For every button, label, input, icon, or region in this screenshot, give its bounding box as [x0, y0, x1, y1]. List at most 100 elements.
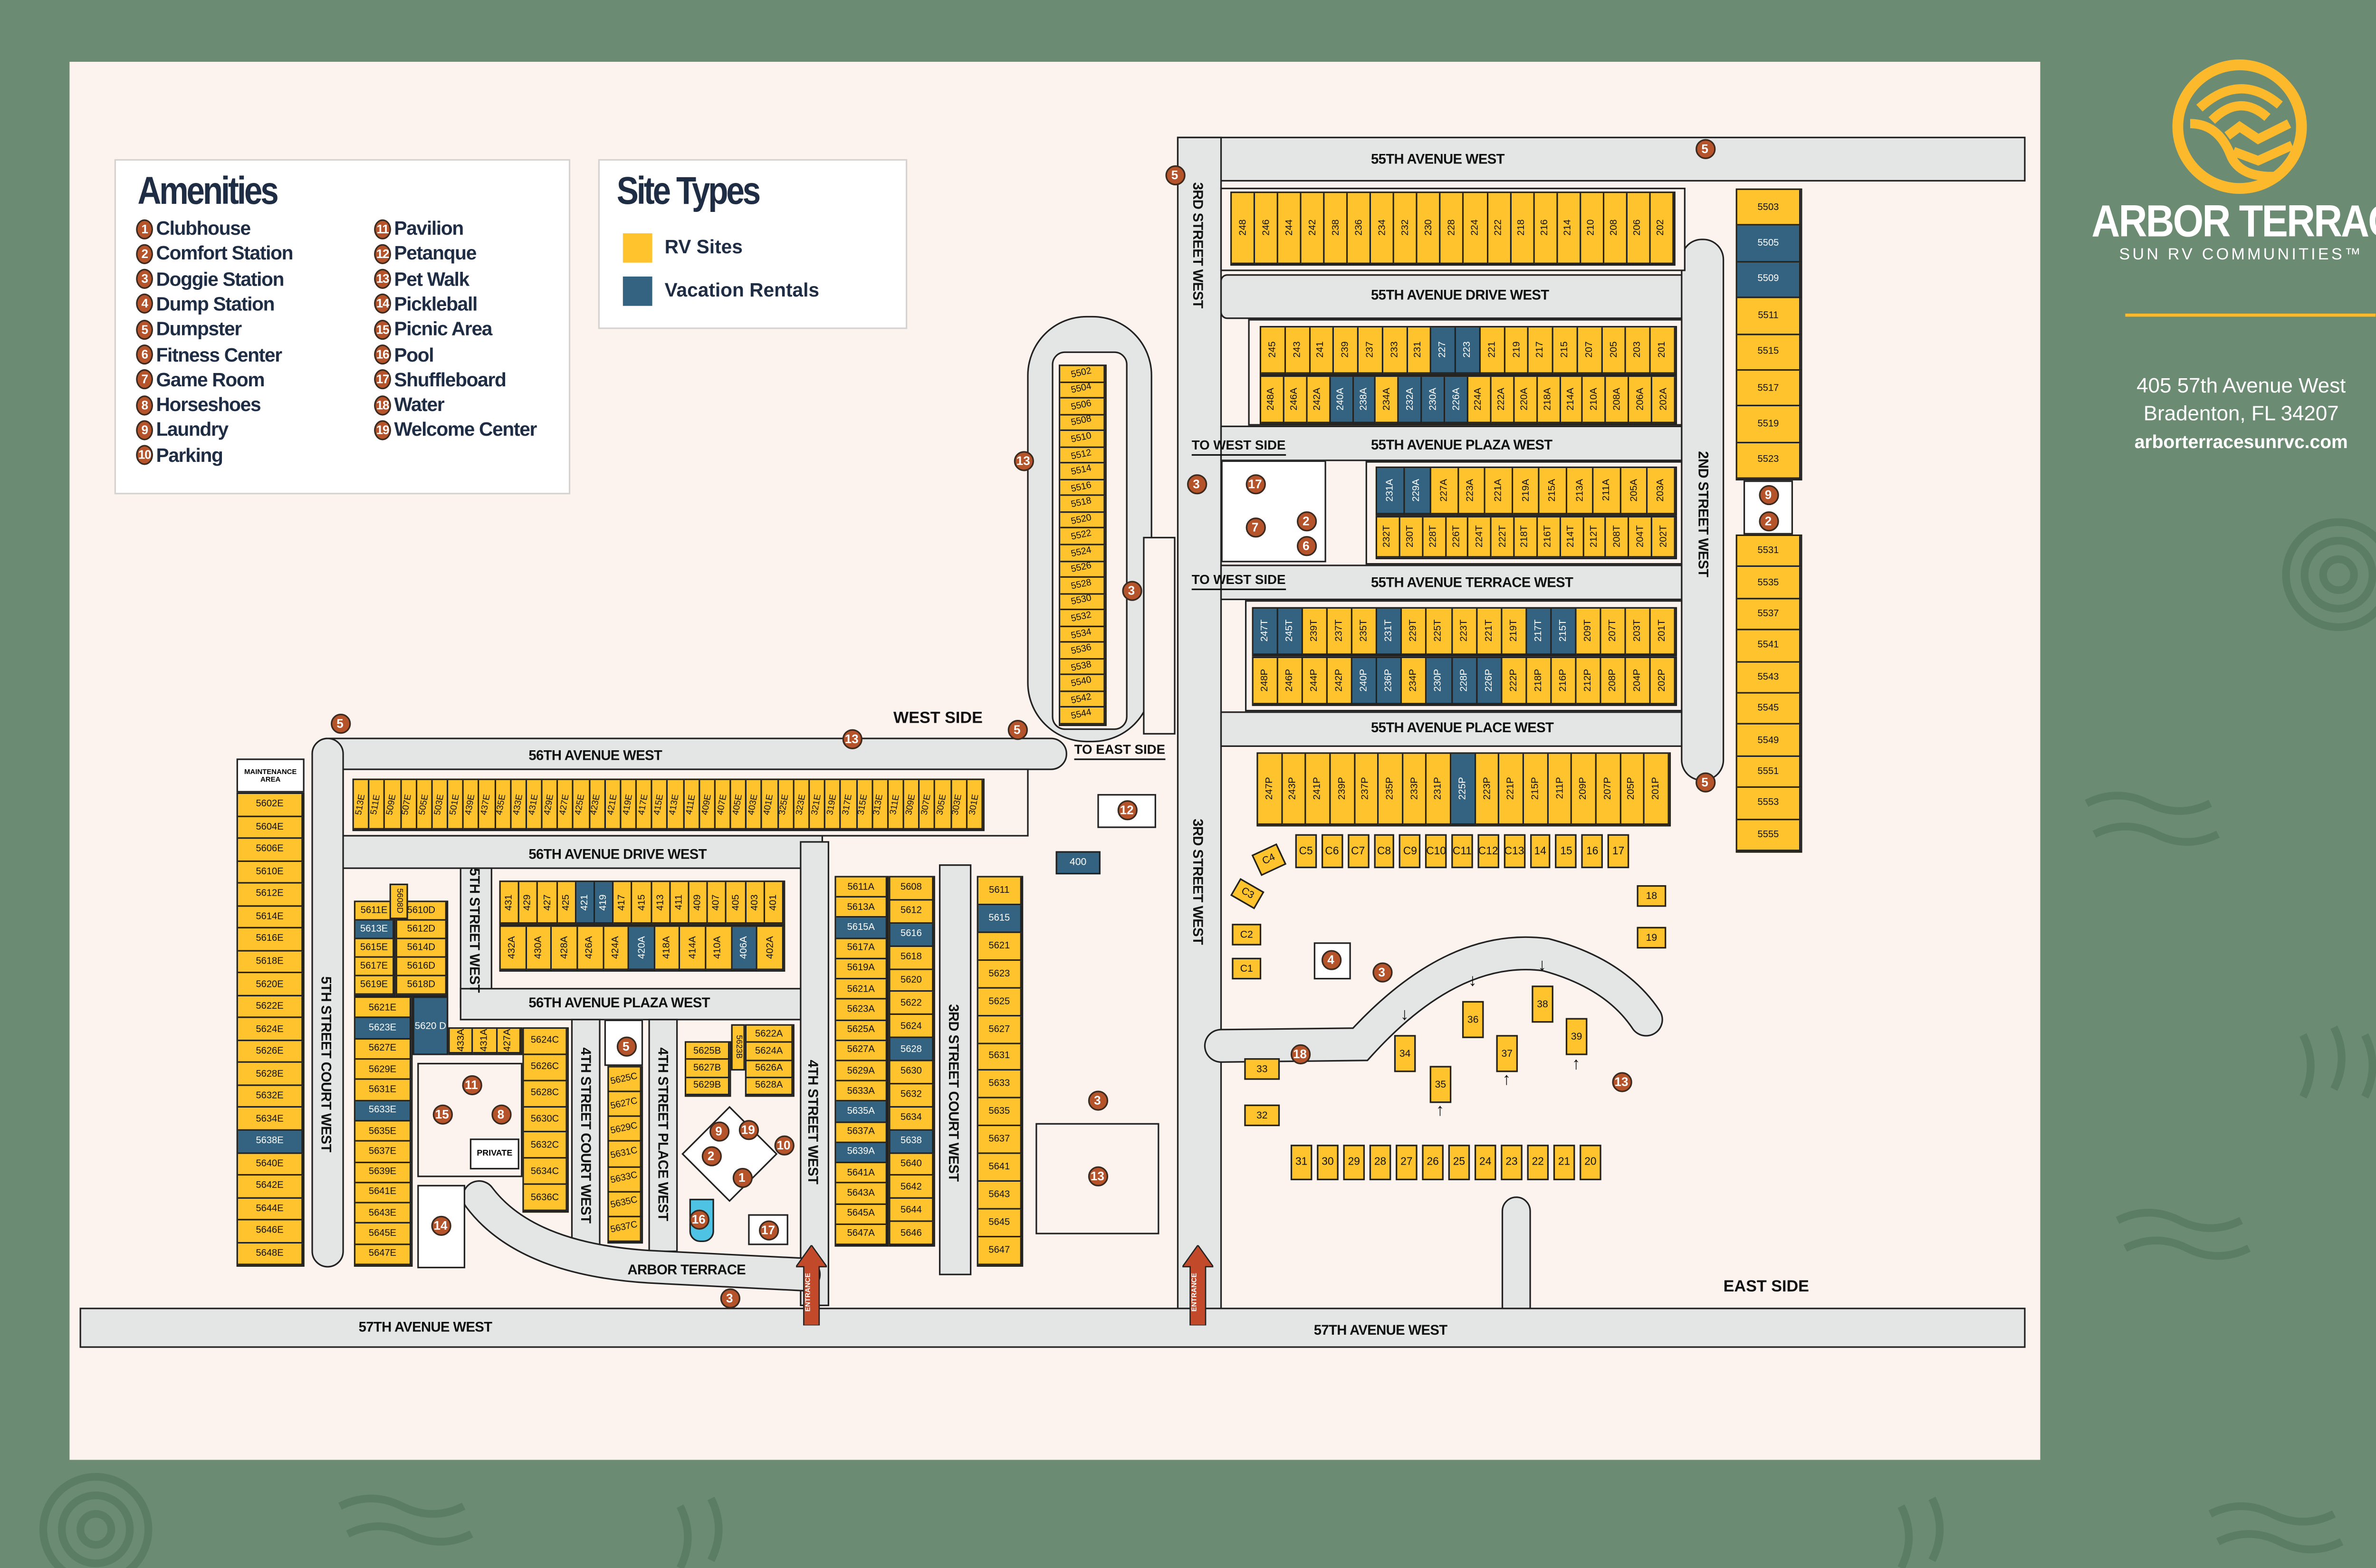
site-511E[interactable]: 511E: [369, 780, 386, 830]
site-C7[interactable]: C7: [1347, 834, 1369, 869]
site-5618D[interactable]: 5618D: [397, 976, 447, 995]
marker-doggie-station[interactable]: 3: [1087, 1090, 1108, 1110]
site-423E[interactable]: 423E: [590, 780, 606, 830]
site-220A[interactable]: 220A: [1514, 377, 1538, 423]
site-C5[interactable]: C5: [1295, 834, 1317, 869]
site-5631E[interactable]: 5631E: [355, 1080, 412, 1101]
site-32[interactable]: 32: [1244, 1104, 1280, 1127]
site-5616E[interactable]: 5616E: [238, 928, 303, 951]
site-313E[interactable]: 313E: [872, 780, 889, 830]
site-38[interactable]: 38: [1532, 985, 1553, 1023]
site-409[interactable]: 409: [689, 882, 709, 924]
site-31[interactable]: 31: [1290, 1145, 1313, 1180]
site-230[interactable]: 230: [1418, 193, 1441, 264]
site-5536[interactable]: 5536: [1060, 643, 1105, 660]
site-201[interactable]: 201: [1651, 327, 1676, 374]
site-214A[interactable]: 214A: [1560, 377, 1584, 423]
site-420A[interactable]: 420A: [629, 927, 655, 970]
site-214T[interactable]: 214T: [1561, 517, 1584, 558]
site-5632E[interactable]: 5632E: [238, 1086, 303, 1109]
site-C11[interactable]: C11: [1451, 834, 1473, 869]
site-236P[interactable]: 236P: [1378, 658, 1403, 705]
site-212P[interactable]: 212P: [1576, 658, 1601, 705]
site-405E[interactable]: 405E: [731, 780, 747, 830]
marker-clubhouse[interactable]: 1: [732, 1167, 752, 1187]
site-513E[interactable]: 513E: [354, 780, 370, 830]
site-5623B[interactable]: 5623B: [731, 1024, 745, 1071]
site-5626A[interactable]: 5626A: [747, 1060, 793, 1078]
site-5503[interactable]: 5503: [1737, 190, 1801, 226]
marker-pickleball[interactable]: 14: [430, 1215, 451, 1235]
site-5627E[interactable]: 5627E: [355, 1039, 412, 1060]
site-5542[interactable]: 5542: [1060, 692, 1105, 708]
site-5615A[interactable]: 5615A: [836, 918, 887, 939]
site-5516[interactable]: 5516: [1060, 480, 1105, 497]
site-16[interactable]: 16: [1581, 834, 1603, 869]
site-424A[interactable]: 424A: [604, 927, 630, 970]
website-link[interactable]: arborterracesunrvc.com: [2134, 431, 2348, 453]
site-431[interactable]: 431: [500, 882, 520, 924]
site-223[interactable]: 223: [1456, 327, 1481, 374]
site-234A[interactable]: 234A: [1376, 377, 1399, 423]
site-5534[interactable]: 5534: [1060, 627, 1105, 643]
site-204P[interactable]: 204P: [1626, 658, 1651, 705]
site-5618[interactable]: 5618: [890, 946, 934, 970]
site-206A[interactable]: 206A: [1629, 377, 1653, 423]
site-5621E[interactable]: 5621E: [355, 998, 412, 1019]
site-5632[interactable]: 5632: [890, 1084, 934, 1108]
site-5621A[interactable]: 5621A: [836, 979, 887, 1000]
site-409E[interactable]: 409E: [699, 780, 716, 830]
site-405[interactable]: 405: [727, 882, 746, 924]
site-425E[interactable]: 425E: [574, 780, 590, 830]
site-218P[interactable]: 218P: [1526, 658, 1552, 705]
site-221A[interactable]: 221A: [1485, 468, 1513, 515]
site-222T[interactable]: 222T: [1492, 517, 1515, 558]
site-218T[interactable]: 218T: [1514, 517, 1538, 558]
marker-laundry[interactable]: 9: [1758, 484, 1779, 505]
site-208[interactable]: 208: [1604, 193, 1628, 264]
site-207P[interactable]: 207P: [1596, 754, 1621, 825]
site-234P[interactable]: 234P: [1402, 658, 1428, 705]
site-5508[interactable]: 5508: [1060, 415, 1105, 431]
site-507E[interactable]: 507E: [401, 780, 417, 830]
marker-comfort-station[interactable]: 2: [701, 1145, 721, 1166]
site-410A[interactable]: 410A: [706, 927, 732, 970]
site-244[interactable]: 244: [1278, 193, 1302, 264]
site-5630C[interactable]: 5630C: [524, 1107, 567, 1133]
site-205[interactable]: 205: [1602, 327, 1627, 374]
site-5615E[interactable]: 5615E: [355, 939, 394, 958]
site-5606E[interactable]: 5606E: [238, 839, 303, 861]
site-5642E[interactable]: 5642E: [238, 1176, 303, 1198]
site-247P[interactable]: 247P: [1258, 754, 1283, 825]
site-5635[interactable]: 5635: [978, 1099, 1022, 1127]
site-5645A[interactable]: 5645A: [836, 1204, 887, 1225]
site-5627B[interactable]: 5627B: [686, 1060, 730, 1078]
site-5611E[interactable]: 5611E: [355, 902, 394, 921]
marker-horseshoes[interactable]: 8: [490, 1103, 511, 1124]
site-5505[interactable]: 5505: [1737, 226, 1801, 262]
site-509E[interactable]: 509E: [385, 780, 402, 830]
site-216T[interactable]: 216T: [1538, 517, 1561, 558]
marker-shuffleboard[interactable]: 17: [1245, 473, 1265, 494]
site-202[interactable]: 202: [1650, 193, 1674, 264]
site-208P[interactable]: 208P: [1601, 658, 1626, 705]
site-5617A[interactable]: 5617A: [836, 938, 887, 959]
site-242P[interactable]: 242P: [1328, 658, 1353, 705]
site-210[interactable]: 210: [1581, 193, 1604, 264]
site-5526[interactable]: 5526: [1060, 562, 1105, 578]
site-417E[interactable]: 417E: [637, 780, 653, 830]
site-229A[interactable]: 229A: [1404, 468, 1432, 515]
site-232A[interactable]: 232A: [1399, 377, 1423, 423]
site-15[interactable]: 15: [1555, 834, 1577, 869]
site-5602E[interactable]: 5602E: [238, 794, 303, 817]
site-229T[interactable]: 229T: [1402, 608, 1428, 655]
site-5611A[interactable]: 5611A: [836, 877, 887, 898]
site-5620E[interactable]: 5620E: [238, 974, 303, 996]
marker-doggie-station[interactable]: 3: [1186, 473, 1207, 494]
site-242[interactable]: 242: [1302, 193, 1325, 264]
site-425[interactable]: 425: [557, 882, 576, 924]
marker-welcome-center[interactable]: 19: [738, 1119, 758, 1139]
site-222P[interactable]: 222P: [1502, 658, 1527, 705]
marker-doggie-station[interactable]: 3: [719, 1287, 740, 1308]
site-5628E[interactable]: 5628E: [238, 1063, 303, 1086]
